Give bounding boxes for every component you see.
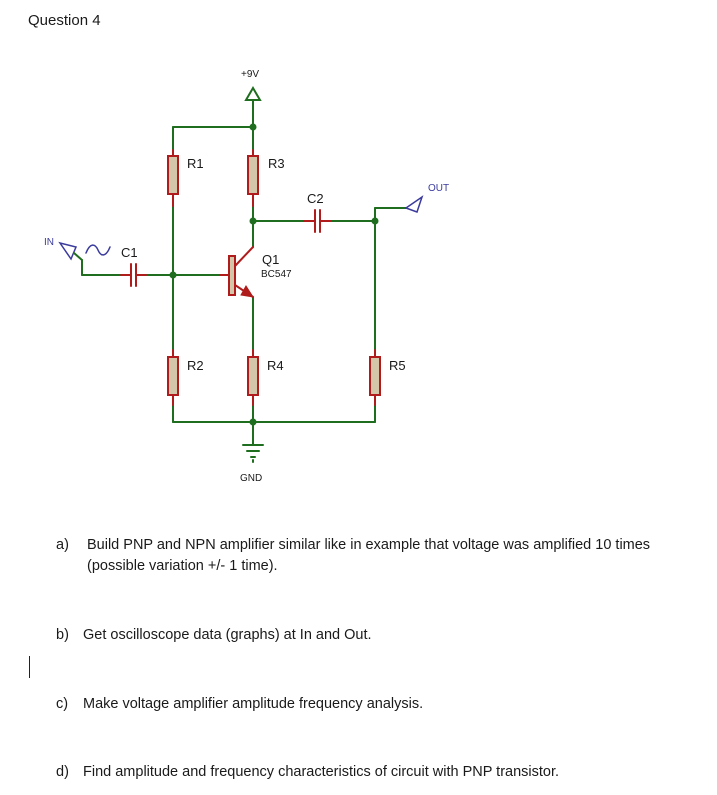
resistor-r2 [167, 349, 179, 406]
capacitor-c1 [120, 263, 147, 287]
question-a: a) Build PNP and NPN amplifier similar li… [56, 535, 650, 577]
question-c-text: Make voltage amplifier amplitude frequen… [83, 696, 424, 712]
resistor-r1 [167, 149, 179, 207]
c1-label: C1 [121, 245, 138, 260]
resistor-r5 [369, 349, 381, 406]
capacitor-c2 [303, 209, 332, 233]
output-label: OUT [428, 183, 449, 194]
ground-icon [242, 444, 264, 458]
input-probe-icon [58, 241, 83, 261]
text-cursor [29, 656, 30, 678]
resistor-r3 [247, 149, 259, 207]
question-b: b) Get oscilloscope data (graphs) at In a… [56, 625, 372, 646]
r3-label: R3 [268, 156, 285, 171]
input-label: IN [44, 237, 54, 248]
q1-label: Q1 [262, 252, 279, 267]
question-a-label: a) [56, 537, 69, 553]
output-probe-icon [404, 195, 424, 213]
r4-label: R4 [267, 358, 284, 373]
question-a-line1: Build PNP and NPN amplifier similar like… [87, 537, 651, 553]
q1-model-label: BC547 [261, 269, 292, 280]
question-c: c) Make voltage amplifier amplitude frequ… [56, 694, 423, 715]
question-b-label: b) [56, 627, 69, 643]
r2-label: R2 [187, 358, 204, 373]
resistor-r4 [247, 349, 259, 406]
supply-label: +9V [241, 69, 259, 80]
ground-label: GND [240, 473, 262, 484]
supply-arrow-icon [244, 86, 262, 101]
question-d-label: d) [56, 764, 69, 780]
question-a-line2: (possible variation +/- 1 time). [87, 558, 278, 574]
question-b-text: Get oscilloscope data (graphs) at In and… [83, 627, 372, 643]
junction-dots [169, 123, 379, 426]
sine-source-icon [85, 244, 111, 256]
c2-label: C2 [307, 191, 324, 206]
page-heading: Question 4 [28, 12, 101, 29]
question-c-label: c) [56, 696, 69, 712]
amplifier-circuit-diagram: +9V GND IN OUT R1 R3 R2 R4 R5 C1 C2 Q1 B… [44, 69, 449, 484]
question-d-text: Find amplitude and frequency characteris… [83, 764, 560, 780]
r1-label: R1 [187, 156, 204, 171]
transistor-q1 [219, 246, 255, 298]
r5-label: R5 [389, 358, 406, 373]
question-d: d) Find amplitude and frequency character… [56, 762, 559, 783]
